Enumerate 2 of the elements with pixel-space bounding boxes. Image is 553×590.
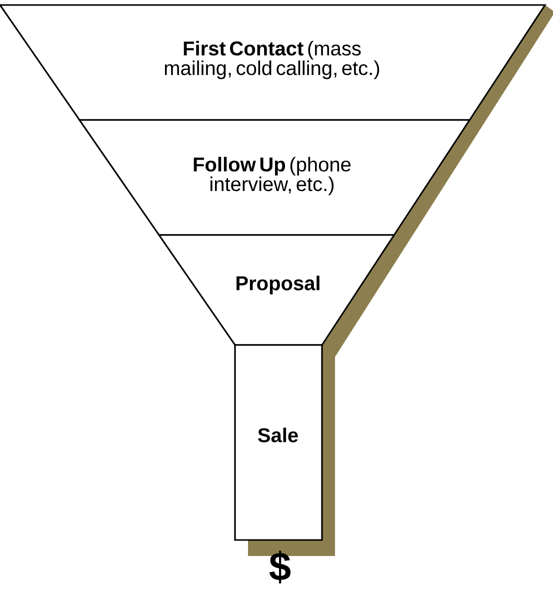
funnel-band: First Contact (mass mailing, cold calling, etc.) [0, 4, 546, 121]
sale-box: Sale [234, 344, 323, 541]
